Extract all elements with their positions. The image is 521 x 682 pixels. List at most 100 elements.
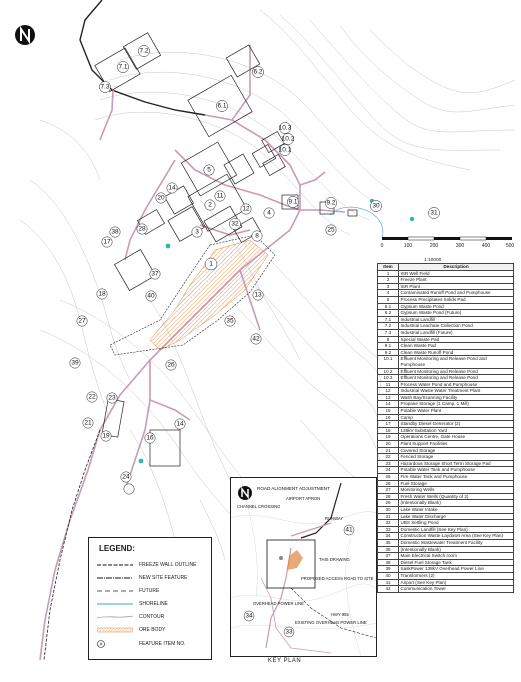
table-cell-description: Construction Waste Laydown Area (See Key… bbox=[398, 532, 514, 540]
table-cell-item: 4 bbox=[377, 289, 399, 297]
table-cell-description: (Intentionally Blank) bbox=[398, 499, 514, 507]
table-cell-item: 6.2 bbox=[377, 309, 399, 317]
legend-feature-number-label: FEATURE ITEM NO. bbox=[139, 641, 186, 647]
scale-tick-500: 500 bbox=[505, 243, 515, 249]
table-header-description: Description bbox=[398, 263, 514, 271]
table-header-row: Item Description bbox=[377, 263, 514, 271]
label-35: 35 bbox=[226, 318, 234, 325]
legend-new-site-symbol bbox=[97, 577, 133, 579]
label-14-b: 14 bbox=[176, 421, 184, 428]
scale-tick-200: 200 bbox=[429, 243, 439, 249]
label-5: 5 bbox=[207, 167, 211, 174]
table-cell-item: 37 bbox=[377, 552, 399, 560]
table-cell-description: Process Precipitates Solids Pad bbox=[398, 295, 514, 304]
scale-ratio: 1:10000 bbox=[424, 258, 442, 263]
legend-new-site-label: NEW SITE FEATURE bbox=[139, 575, 188, 581]
table-cell-item: 26 bbox=[377, 479, 399, 488]
feature-number-markers bbox=[69, 45, 440, 495]
table-cell-item: 34 bbox=[377, 532, 399, 540]
label-6-2: 6.2 bbox=[253, 69, 262, 76]
table-cell-description: Industrial Landfill (Future) bbox=[398, 328, 514, 337]
label-17: 17 bbox=[103, 239, 111, 246]
table-cell-description: Freeze Plant bbox=[398, 276, 514, 284]
table-cell-item: 38 bbox=[377, 558, 399, 567]
key-plan-this-drawing-frame bbox=[266, 539, 316, 589]
table-cell-description: Effluent Monitoring and Release Pond bbox=[398, 367, 514, 376]
table-cell-description: Process Water Pond and Pumphouse bbox=[398, 380, 514, 389]
feature-number-labels: 1 2 3 4 5 6.1 6.2 7.1 7.2 7.3 8 9.1 9.2 … bbox=[71, 48, 438, 481]
table-cell-item: 5 bbox=[377, 295, 399, 304]
key-plan-label-34: 34 bbox=[245, 613, 253, 620]
legend-freeze-wall-label: FREEZE WALL OUTLINE bbox=[139, 562, 197, 568]
table-cell-item: 20 bbox=[377, 440, 399, 448]
table-cell-description: Potable Water Tank and Pumphouse bbox=[398, 466, 514, 474]
key-plan-access-road: PROPOSED ACCESS ROAD TO SITE bbox=[301, 576, 374, 581]
table-cell-item: 33 bbox=[377, 525, 399, 534]
key-plan-runway-label: RUNWAY bbox=[325, 516, 343, 521]
legend-title: LEGEND: bbox=[99, 544, 135, 553]
table-cell-description: Fuel Storage bbox=[398, 479, 514, 488]
scale-tick-100: 100 bbox=[403, 243, 413, 249]
legend-shoreline-symbol bbox=[97, 603, 133, 605]
ore-body bbox=[149, 239, 269, 351]
table-cell-description: Communication Tower bbox=[398, 585, 514, 593]
table-cell-description: 138kV Substation Yard bbox=[398, 426, 514, 435]
label-18: 18 bbox=[98, 291, 106, 298]
table-cell-description: Transformers (2) bbox=[398, 571, 514, 580]
label-31: 31 bbox=[430, 210, 438, 217]
label-7-3: 7.3 bbox=[100, 84, 109, 91]
table-cell-description: Diesel Fuel Storage Tank bbox=[398, 558, 514, 567]
scale-tick-300: 300 bbox=[455, 243, 465, 249]
table-cell-description: Wash Bay/Scanning Facility bbox=[398, 393, 514, 402]
table-cell-description: Fenced Storage bbox=[398, 453, 514, 461]
table-row: 36(Intentionally Blank) bbox=[377, 545, 514, 554]
label-22: 22 bbox=[88, 394, 96, 401]
table-cell-item: 10.3 bbox=[377, 374, 399, 382]
table-cell-description: Fresh Water Wells (Quantity of 2) bbox=[398, 492, 514, 501]
table-cell-item: 6.1 bbox=[377, 302, 399, 311]
key-plan-contours bbox=[231, 478, 376, 656]
table-cell-item: 9.1 bbox=[377, 342, 399, 350]
table-cell-item: 31 bbox=[377, 512, 399, 521]
table-cell-item: 11 bbox=[377, 380, 399, 389]
label-2: 2 bbox=[208, 202, 212, 209]
table-cell-item: 35 bbox=[377, 538, 399, 547]
table-cell-item: 16 bbox=[377, 413, 399, 422]
table-cell-description: Potable Water Plant bbox=[398, 407, 514, 415]
table-cell-item: 22 bbox=[377, 453, 399, 461]
legend-ore-body-label: ORE BODY bbox=[139, 627, 166, 633]
table-row: 29(Intentionally Blank) bbox=[377, 499, 514, 507]
label-10-3: 10.3 bbox=[279, 125, 292, 132]
freeze-wall-outline bbox=[109, 234, 276, 356]
table-cell-item: 41 bbox=[377, 578, 399, 587]
key-plan-existing: EXISTING OVERHEAD POWER LINE bbox=[295, 620, 367, 625]
table-cell-description: Industrial Leachate Collection Pond bbox=[398, 322, 514, 330]
label-38: 38 bbox=[111, 229, 119, 236]
legend-item-feature-number: # FEATURE ITEM NO. bbox=[97, 639, 209, 649]
table-cell-item: 15 bbox=[377, 407, 399, 415]
label-6-1: 6.1 bbox=[217, 103, 226, 110]
table-cell-item: 9.2 bbox=[377, 348, 399, 357]
scale-bar: 0 100 200 300 400 500 bbox=[381, 236, 515, 260]
table-cell-description: Industrial Waste Water Treatment Plant bbox=[398, 387, 514, 395]
label-11: 11 bbox=[217, 193, 224, 200]
legend-item-future: FUTURE bbox=[97, 586, 209, 596]
table-cell-item: 7.1 bbox=[377, 315, 399, 324]
label-12: 12 bbox=[242, 206, 250, 213]
table-cell-description: Domestic Landfill (See Key Plan) bbox=[398, 525, 514, 534]
